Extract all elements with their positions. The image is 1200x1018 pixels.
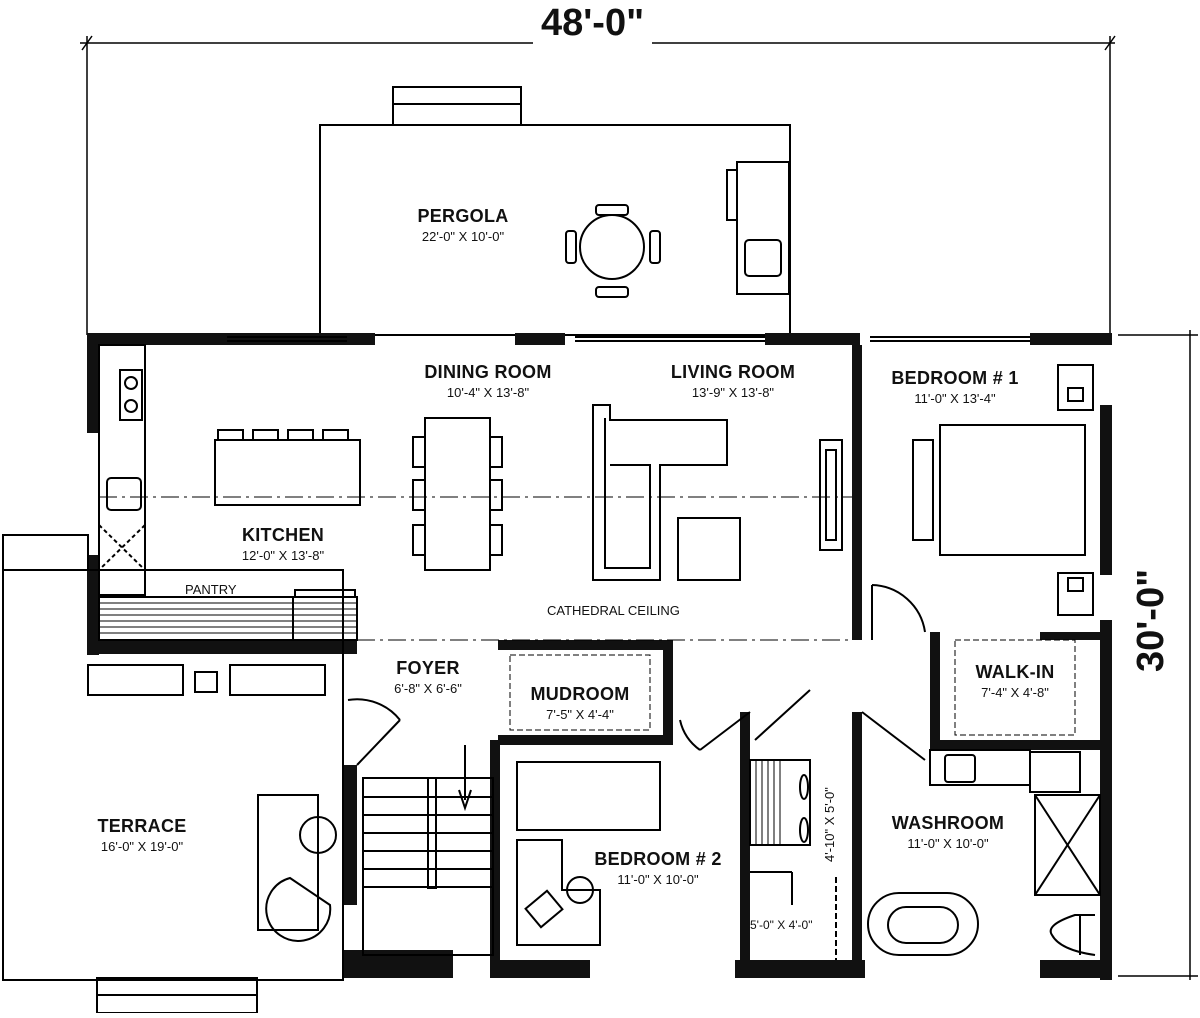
room-kitchen: KITCHEN 12'-0" X 13'-8" (242, 525, 324, 563)
room-dims: 11'-0" X 10'-0" (617, 872, 699, 887)
room-dims: 6'-8" X 6'-6" (394, 681, 462, 696)
room-name: BEDROOM # 1 (891, 368, 1019, 388)
room-terrace: TERRACE 16'-0" X 19'-0" (97, 816, 186, 854)
room-name: MUDROOM (530, 684, 630, 704)
room-name: TERRACE (97, 816, 187, 836)
overall-depth-dimension: 30'-0" (1130, 560, 1173, 680)
room-dims: 7'-4" X 4'-8" (981, 685, 1049, 700)
room-name: BEDROOM # 2 (594, 849, 722, 869)
room-pergola: PERGOLA 22'-0" X 10'-0" (417, 206, 508, 244)
room-name: PERGOLA (417, 206, 509, 226)
pantry-label: PANTRY (185, 582, 237, 597)
room-dims: 22'-0" X 10'-0" (421, 229, 505, 244)
room-dims: 11'-0" X 10'-0" (907, 836, 989, 851)
terrace-outline (2, 569, 344, 981)
room-name: KITCHEN (241, 525, 325, 545)
laundry-dims-label: 4'-10" X 5'-0" (822, 787, 837, 862)
room-dims: 12'-0" X 13'-8" (241, 548, 325, 563)
room-foyer: FOYER 6'-8" X 6'-6" (394, 658, 462, 696)
room-name: WALK-IN (975, 662, 1055, 682)
room-walk-in: WALK-IN 7'-4" X 4'-8" (975, 662, 1054, 700)
closet-dims-label: 5'-0" X 4'-0" (750, 918, 813, 932)
room-dims: 11'-0" X 13'-4" (914, 391, 996, 406)
pergola-outline (319, 124, 791, 336)
room-name: DINING ROOM (424, 362, 552, 382)
room-dims: 13'-9" X 13'-8" (691, 385, 775, 400)
room-washroom: WASHROOM 11'-0" X 10'-0" (892, 813, 1004, 851)
room-bedroom-1: BEDROOM # 1 11'-0" X 13'-4" (891, 368, 1018, 406)
room-name: LIVING ROOM (670, 362, 796, 382)
exterior-walls (87, 333, 1112, 980)
overall-width-dimension: 48'-0" (533, 2, 653, 45)
room-dining: DINING ROOM 10'-4" X 13'-8" (424, 362, 551, 400)
room-name: WASHROOM (891, 813, 1005, 833)
room-bedroom-2: BEDROOM # 2 11'-0" X 10'-0" (594, 849, 721, 887)
room-mudroom: MUDROOM 7'-5" X 4'-4" (530, 684, 629, 722)
room-name: FOYER (396, 658, 460, 678)
room-dims: 10'-4" X 13'-8" (446, 385, 530, 400)
room-dims: 16'-0" X 19'-0" (100, 839, 184, 854)
cathedral-ceiling-label: CATHEDRAL CEILING (547, 603, 680, 618)
room-dims: 7'-5" X 4'-4" (546, 707, 614, 722)
room-living: LIVING ROOM 13'-9" X 13'-8" (671, 362, 795, 400)
